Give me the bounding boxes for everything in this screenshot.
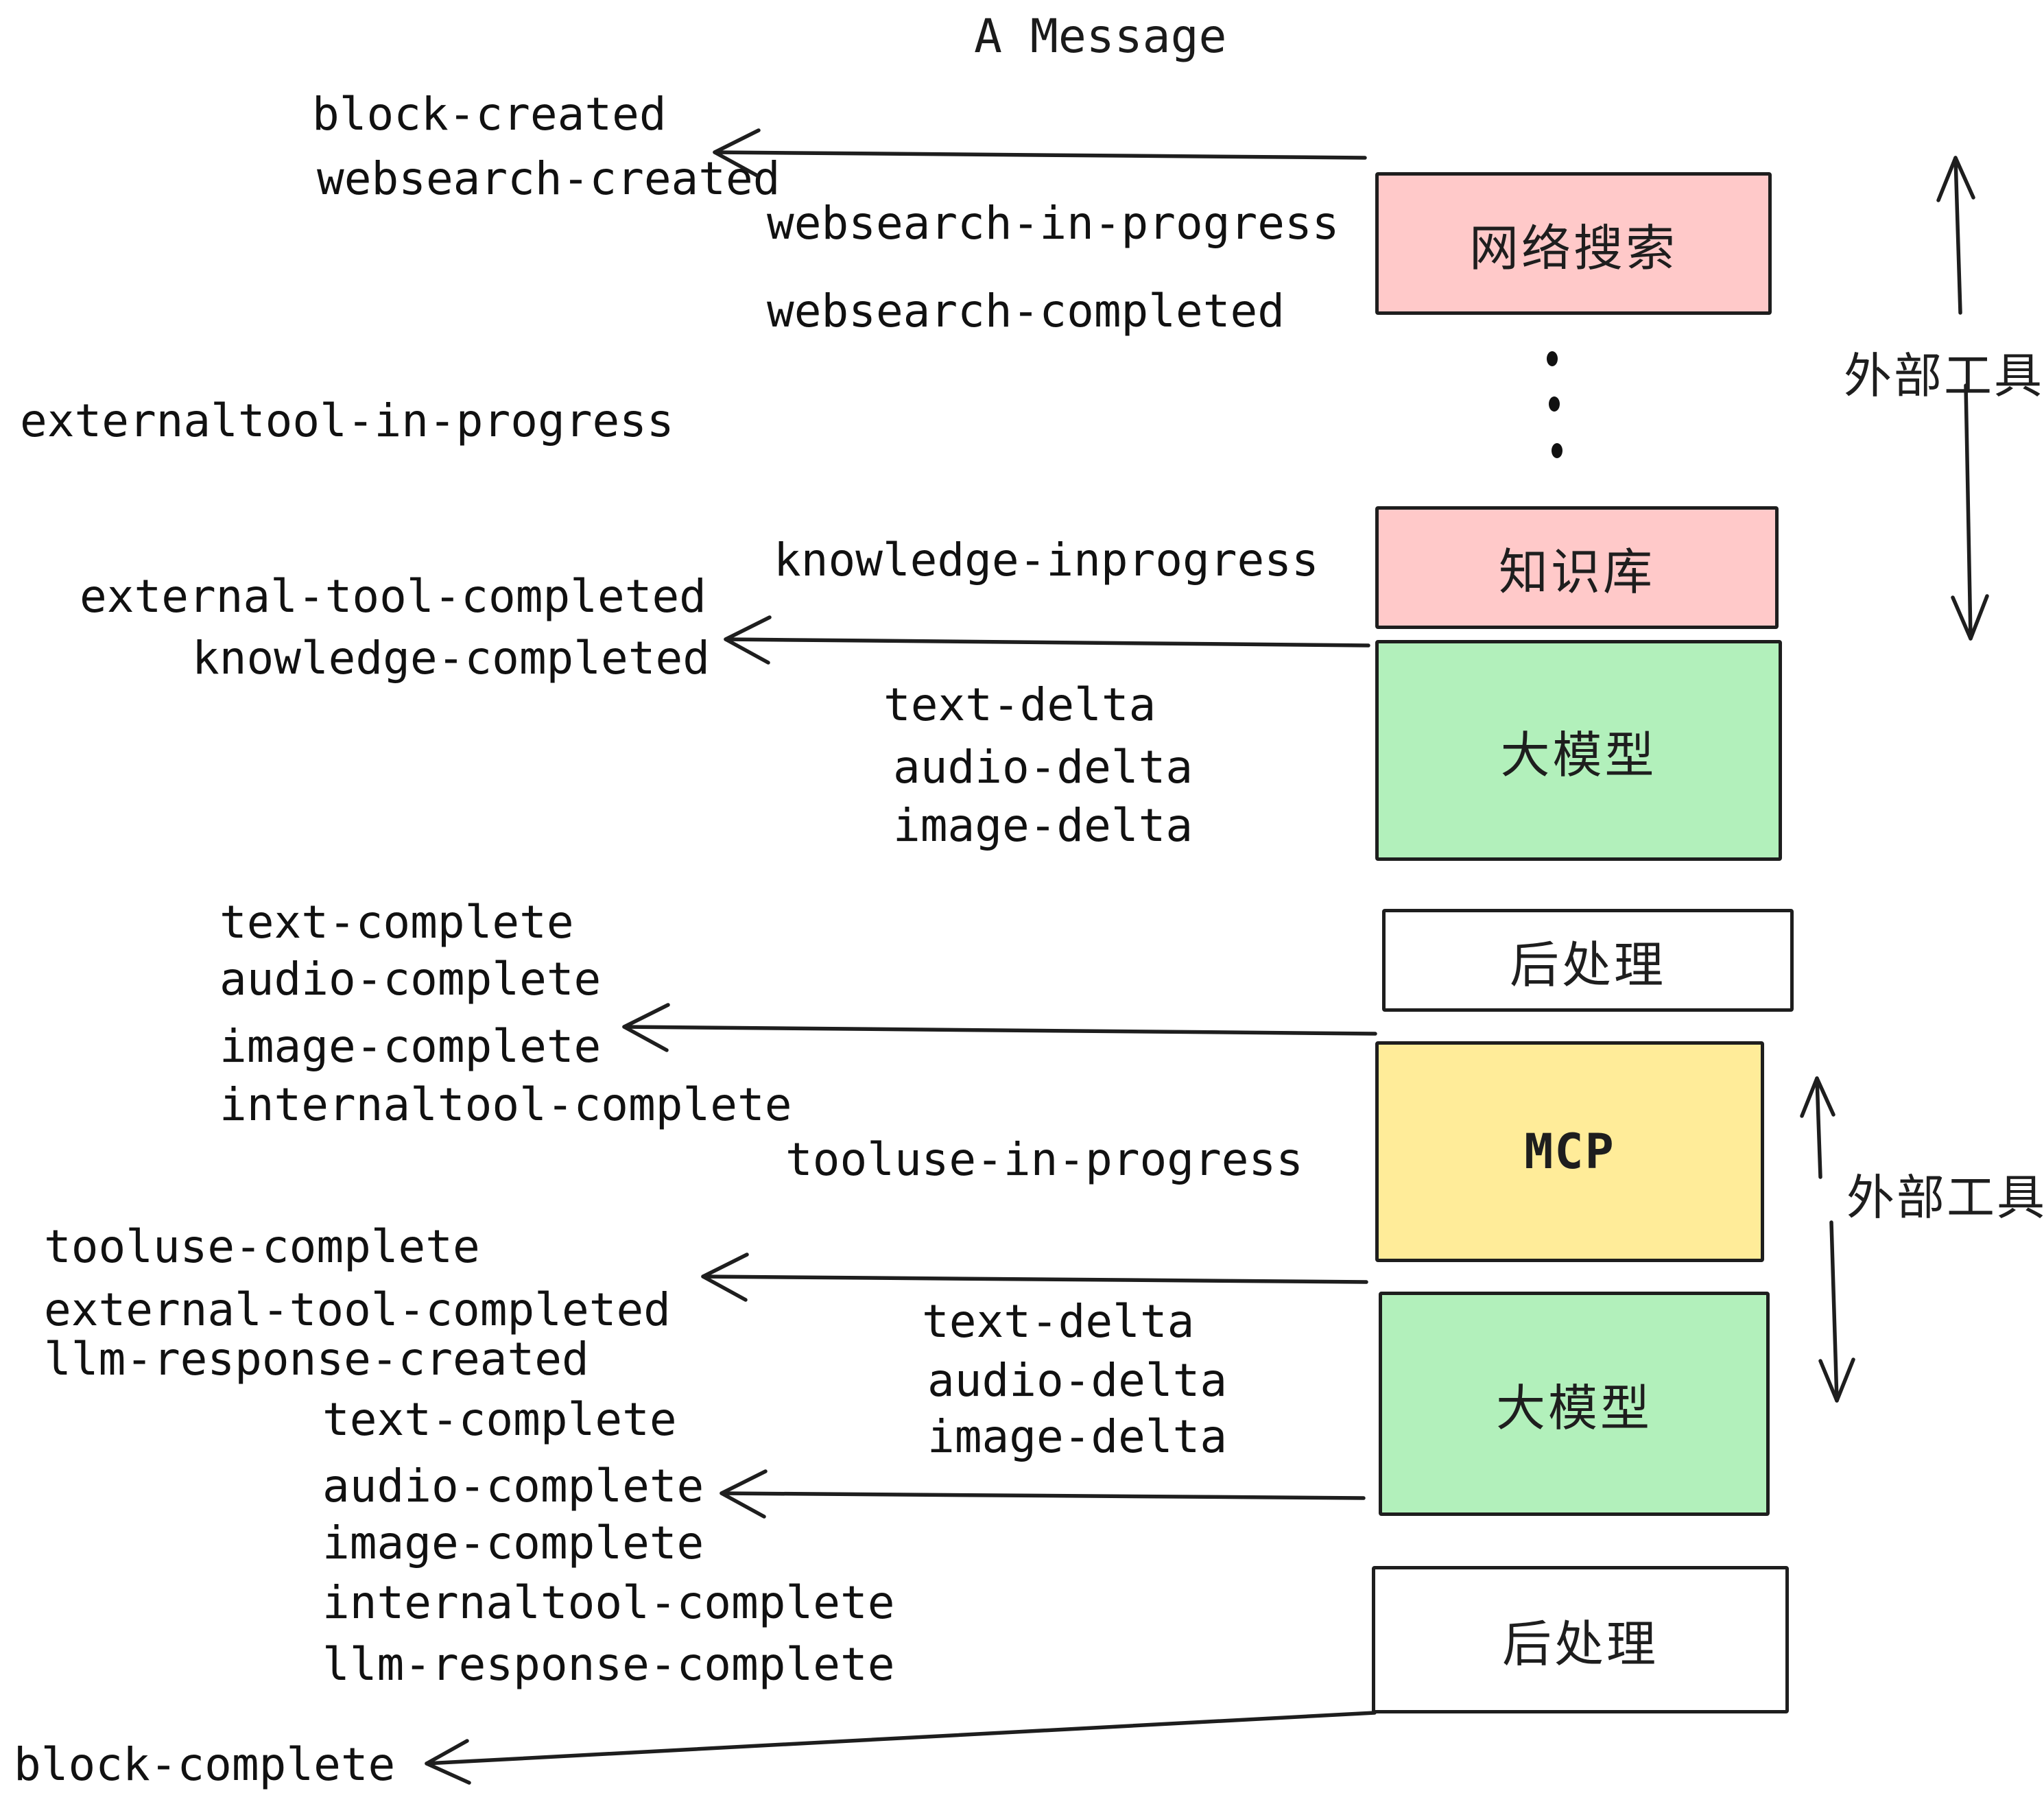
arrow-external-tool-up-2 xyxy=(1800,1076,1835,1179)
event-audio-delta: audio-delta xyxy=(893,741,1193,794)
node-knowledge-label: 知识库 xyxy=(1498,543,1655,601)
event-text-delta-2: text-delta xyxy=(922,1295,1195,1348)
node-llm-2: 大模型 xyxy=(1379,1292,1770,1516)
event-externaltool-in-progress: externaltool-in-progress xyxy=(20,394,674,447)
event-image-delta-2: image-delta xyxy=(927,1410,1228,1463)
node-knowledge: 知识库 xyxy=(1375,506,1779,629)
ellipsis-dot xyxy=(1549,396,1560,412)
event-knowledge-completed: knowledge-completed xyxy=(192,632,710,685)
arrow-external-tool-up-1 xyxy=(1936,156,1975,315)
node-websearch-label: 网络搜索 xyxy=(1469,219,1678,277)
node-llm-label: 大模型 xyxy=(1500,726,1657,784)
node-websearch: 网络搜索 xyxy=(1375,172,1772,315)
node-postprocess-2: 后处理 xyxy=(1372,1566,1789,1713)
arrow-postprocess-to-complete xyxy=(622,1003,1377,1052)
event-tooluse-complete: tooluse-complete xyxy=(44,1220,480,1273)
event-internaltool-complete: internaltool-complete xyxy=(219,1078,792,1131)
arrow-postprocess2-to-block-complete xyxy=(425,1711,1377,1785)
event-knowledge-inprogress: knowledge-inprogress xyxy=(774,534,1319,586)
diagram-title: A Message xyxy=(974,10,1227,64)
event-block-created: block-created xyxy=(312,88,667,141)
arrow-websearch-to-created xyxy=(713,128,1367,178)
event-text-complete: text-complete xyxy=(219,896,574,949)
arrow-external-tool-down-1 xyxy=(1951,383,1989,641)
node-postprocess-label: 后处理 xyxy=(1509,936,1666,994)
event-block-complete: block-complete xyxy=(14,1738,396,1791)
ellipsis-dot xyxy=(1552,443,1562,458)
event-websearch-completed: websearch-completed xyxy=(767,285,1285,337)
node-postprocess-1: 后处理 xyxy=(1382,909,1794,1012)
ellipsis-dot xyxy=(1547,351,1558,366)
event-llm-response-created: llm-response-created xyxy=(44,1333,589,1386)
event-image-complete-2: image-complete xyxy=(322,1517,704,1569)
node-mcp: MCP xyxy=(1375,1041,1764,1262)
side-label-external-tool-2: 外部工具 xyxy=(1846,1170,2044,1226)
arrow-mcp-to-tooluse-complete xyxy=(701,1253,1368,1302)
event-external-tool-completed-2: external-tool-completed xyxy=(44,1283,671,1336)
event-audio-delta-2: audio-delta xyxy=(927,1354,1228,1407)
event-audio-complete: audio-complete xyxy=(219,953,602,1006)
event-tooluse-in-progress: tooluse-in-progress xyxy=(785,1133,1303,1186)
event-text-complete-2: text-complete xyxy=(322,1393,677,1446)
event-internaltool-complete-2: internaltool-complete xyxy=(322,1576,895,1629)
event-llm-response-complete: llm-response-complete xyxy=(322,1638,895,1691)
event-image-complete: image-complete xyxy=(219,1020,602,1073)
arrow-external-tool-down-2 xyxy=(1818,1220,1855,1403)
event-websearch-in-progress: websearch-in-progress xyxy=(767,197,1340,250)
event-external-tool-completed: external-tool-completed xyxy=(80,570,706,623)
side-label-external-tool-1: 外部工具 xyxy=(1844,348,2044,404)
arrow-llm2-to-complete xyxy=(720,1469,1366,1519)
node-postprocess-2-label: 后处理 xyxy=(1501,1615,1659,1673)
node-llm-2-label: 大模型 xyxy=(1495,1379,1652,1437)
event-image-delta: image-delta xyxy=(893,799,1193,852)
node-llm-1: 大模型 xyxy=(1375,640,1782,861)
arrow-knowledge-to-completed xyxy=(724,615,1370,665)
event-audio-complete-2: audio-complete xyxy=(322,1460,704,1512)
node-mcp-label: MCP xyxy=(1524,1124,1615,1180)
event-text-delta: text-delta xyxy=(883,678,1156,731)
event-websearch-created: websearch-created xyxy=(317,152,781,205)
